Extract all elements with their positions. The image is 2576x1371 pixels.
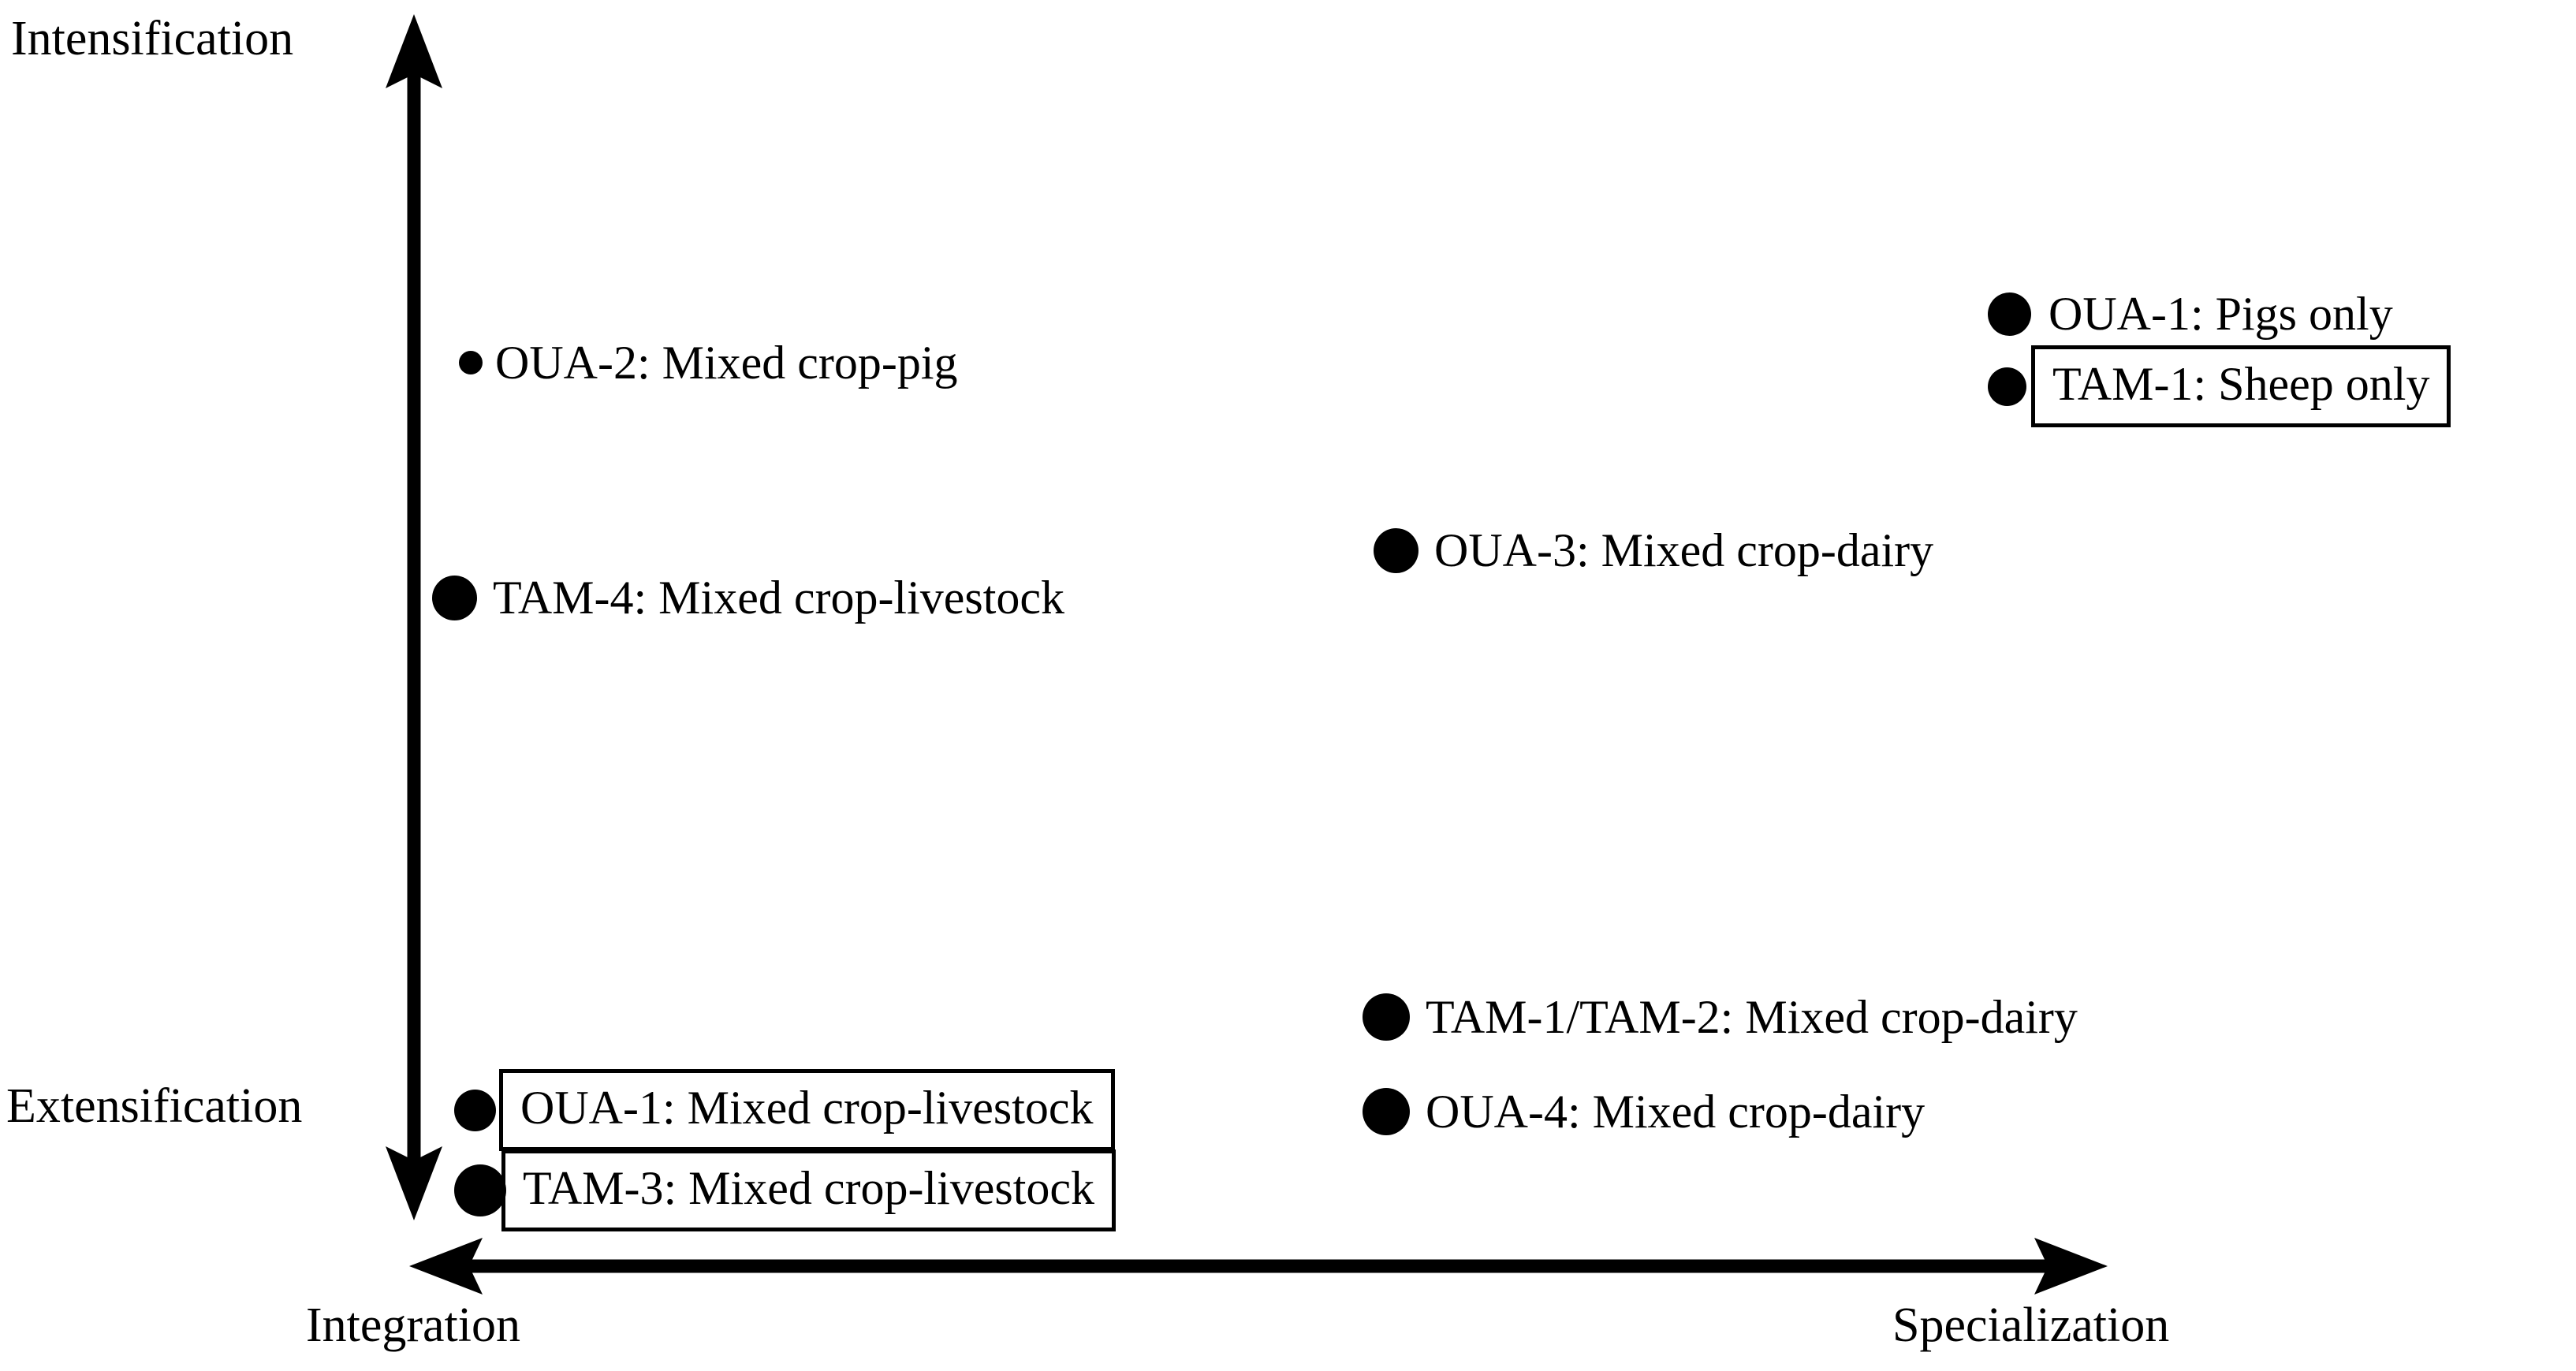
data-point-label: OUA-3: Mixed crop-dairy: [1434, 524, 1934, 576]
data-point-tam-1-tam-2: TAM-1/TAM-2: Mixed crop-dairy: [1363, 993, 2078, 1041]
data-point-oua-1-pigs: OUA-1: Pigs only: [1988, 290, 2393, 337]
axis-label-extensification: Extensification: [6, 1079, 303, 1133]
axis-label-intensification: Intensification: [11, 12, 294, 65]
data-point-label: OUA-2: Mixed crop-pig: [495, 337, 958, 389]
data-point-label-boxed: TAM-1: Sheep only: [2031, 345, 2451, 427]
axis-label-specialization: Specialization: [1892, 1298, 2170, 1352]
data-point-tam-1-sheep: TAM-1: Sheep only: [1988, 345, 2451, 427]
data-point-label: TAM-1/TAM-2: Mixed crop-dairy: [1426, 991, 2078, 1043]
data-point-label-boxed: OUA-1: Mixed crop-livestock: [499, 1069, 1115, 1151]
marker-dot-icon: [1988, 292, 2031, 336]
marker-dot-icon: [432, 575, 477, 620]
data-point-oua-2: OUA-2: Mixed crop-pig: [459, 339, 958, 386]
data-point-oua-4: OUA-4: Mixed crop-dairy: [1363, 1088, 1925, 1135]
data-point-tam-3-mixed: TAM-3: Mixed crop-livestock: [454, 1149, 1117, 1231]
marker-dot-icon: [454, 1164, 506, 1216]
marker-dot-icon: [1363, 1088, 1410, 1135]
data-point-oua-1-mixed: OUA-1: Mixed crop-livestock: [454, 1069, 1115, 1151]
data-point-label: OUA-4: Mixed crop-dairy: [1426, 1086, 1925, 1138]
data-point-oua-3: OUA-3: Mixed crop-dairy: [1374, 527, 1933, 574]
marker-dot-icon: [1988, 367, 2026, 406]
marker-dot-icon: [1363, 993, 1410, 1041]
marker-dot-icon: [459, 351, 483, 374]
data-point-label: TAM-4: Mixed crop-livestock: [493, 572, 1065, 624]
axis-label-integration: Integration: [306, 1298, 521, 1352]
data-point-label-boxed: TAM-3: Mixed crop-livestock: [501, 1149, 1117, 1231]
data-point-label: OUA-1: Pigs only: [2048, 288, 2393, 340]
marker-dot-icon: [1374, 527, 1418, 573]
x-axis-arrow: [409, 1238, 2108, 1295]
data-point-tam-4: TAM-4: Mixed crop-livestock: [432, 574, 1064, 621]
marker-dot-icon: [454, 1089, 496, 1131]
